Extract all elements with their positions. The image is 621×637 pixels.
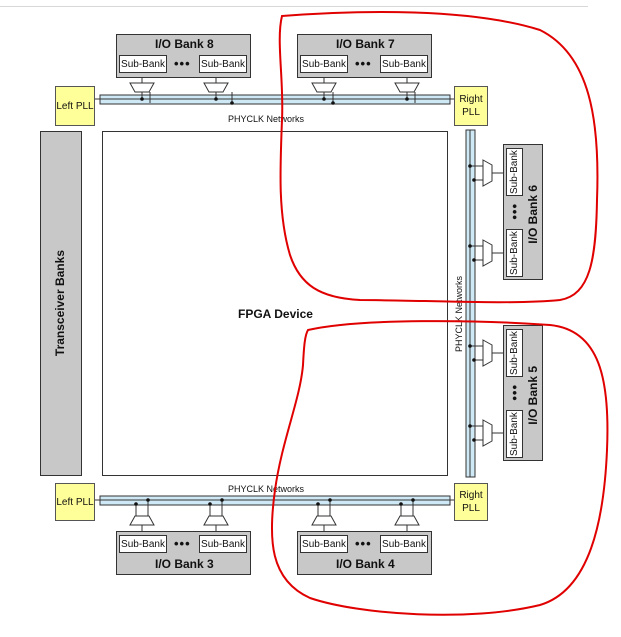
ellipsis: ••• — [174, 56, 191, 71]
ellipsis: ••• — [507, 203, 522, 220]
sub-bank: Sub-Bank — [119, 535, 167, 553]
io-bank-3: Sub-Bank ••• Sub-Bank I/O Bank 3 — [116, 531, 251, 575]
io-bank-4-title: I/O Bank 4 — [336, 557, 395, 571]
sub-bank: Sub-Bank — [506, 229, 523, 277]
fpga-core — [102, 131, 448, 476]
io-bank-6: Sub-Bank ••• Sub-Bank I/O Bank 6 — [503, 144, 543, 280]
pll-label: Left PLL — [56, 496, 94, 508]
sub-bank: Sub-Bank — [380, 55, 428, 73]
pll-label: Right PLL — [459, 94, 483, 118]
page-top-rule — [0, 6, 588, 7]
io-bank-5-title: I/O Bank 5 — [526, 366, 540, 425]
sub-bank: Sub-Bank — [506, 148, 523, 196]
sub-bank: Sub-Bank — [506, 410, 523, 458]
sub-bank: Sub-Bank — [300, 535, 348, 553]
fpga-device-label: FPGA Device — [238, 307, 313, 321]
sub-bank: Sub-Bank — [506, 329, 523, 377]
io-bank-7-title: I/O Bank 7 — [336, 37, 395, 51]
sub-bank: Sub-Bank — [300, 55, 348, 73]
pll-label: Right PLL — [459, 490, 483, 514]
io-bank-8-title: I/O Bank 8 — [155, 37, 214, 51]
io-bank-5: Sub-Bank ••• Sub-Bank I/O Bank 5 — [503, 325, 543, 461]
io-bank-7: I/O Bank 7 Sub-Bank ••• Sub-Bank — [297, 34, 432, 78]
top-network-label: PHYCLK Networks — [228, 114, 305, 124]
ellipsis: ••• — [355, 56, 372, 71]
ellipsis: ••• — [174, 536, 191, 551]
io-bank-4: Sub-Bank ••• Sub-Bank I/O Bank 4 — [297, 531, 432, 575]
sub-bank: Sub-Bank — [199, 535, 247, 553]
sub-bank: Sub-Bank — [119, 55, 167, 73]
pll-bottom-left: Left PLL — [55, 483, 95, 521]
pll-label: Left PLL — [56, 100, 94, 112]
io-bank-8: I/O Bank 8 Sub-Bank ••• Sub-Bank — [116, 34, 251, 78]
io-bank-6-title: I/O Bank 6 — [526, 185, 540, 244]
io-bank-3-title: I/O Bank 3 — [155, 557, 214, 571]
right-network-label: PHYCLK Networks — [454, 276, 464, 353]
sub-bank: Sub-Bank — [199, 55, 247, 73]
transceiver-banks — [40, 131, 82, 476]
pll-bottom-right: Right PLL — [454, 483, 488, 521]
sub-bank: Sub-Bank — [380, 535, 428, 553]
transceiver-banks-label: Transceiver Banks — [53, 250, 67, 357]
ellipsis: ••• — [507, 384, 522, 401]
bottom-network-label: PHYCLK Networks — [228, 484, 305, 494]
pll-top-left: Left PLL — [55, 86, 95, 126]
ellipsis: ••• — [355, 536, 372, 551]
pll-top-right: Right PLL — [454, 86, 488, 126]
